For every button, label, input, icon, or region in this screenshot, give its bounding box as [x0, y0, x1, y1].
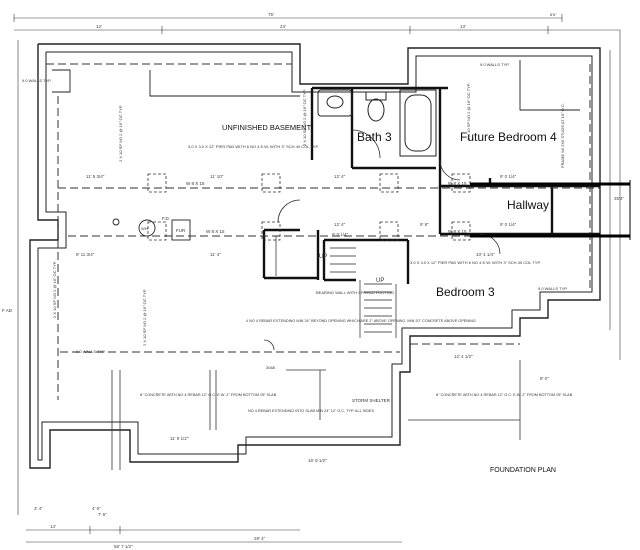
dim-bottom-28-4: 28' 4"	[254, 536, 266, 541]
note-concrete-right: 8" CONCRETE WITH NO 4 REBAR 12" O.C. E.W…	[436, 393, 573, 397]
room-label-hallway: Hallway	[507, 198, 549, 212]
dim-top-right: 13'	[460, 24, 466, 29]
toilet-bowl-icon	[367, 98, 385, 122]
note-rebar-2: NO 4 REBAR EXTENDING INTO SLAB MIN 24" 1…	[248, 409, 374, 413]
foundation-walls	[29, 43, 601, 469]
dim-4-6: 4' 6"	[92, 506, 101, 511]
dim-right-total: 35'4"	[614, 196, 624, 201]
note-joist-bottom: 2 X 10 SP NO 2 @ 16" OC TYP.	[142, 289, 147, 346]
room-label-future-bedroom: Future Bedroom 4	[460, 130, 557, 144]
dim-bottom-7-6: 7' 6"	[98, 512, 107, 517]
plan-notes: STORM SHELTER UP UP 9.0 WALLS TYP. 9.0 W…	[2, 62, 573, 413]
note-pier-pad-1: 3.0 X 3.0 X 12" PIER PAD WITH 6 NO 4 E.W…	[188, 144, 319, 149]
note-rebar-1: 4 NO 4 REBAR EXTENDING MIN 24" BEYOND OP…	[246, 319, 476, 323]
room-label-bath: Bath 3	[357, 130, 392, 144]
dimension-lines	[13, 14, 621, 543]
stair-door-swing-icon	[277, 199, 301, 223]
bathtub-icon	[399, 89, 437, 157]
dim-9-11-3-4: 9' 11 3/4"	[76, 252, 95, 257]
note-walls-bottom-left: 9.0 WALLS TYP.	[76, 349, 106, 354]
dim-bottom-14: 14'	[50, 524, 56, 529]
note-joist-right: 2 X 10 SP NO 2 @ 16" OC TYP.	[466, 83, 471, 140]
note-fur: FUR	[176, 228, 186, 233]
steel-beam-marks	[470, 180, 631, 240]
column-pads	[147, 173, 471, 241]
dim-9-0-1-4-b: 9' 0 1/4"	[500, 222, 517, 227]
dim-8-0: 8' 0"	[540, 376, 549, 381]
bathtub-basin-icon	[404, 94, 432, 152]
dim-11-10: 11' 10"	[210, 174, 224, 179]
dim-9-8: 9' 8"	[420, 222, 429, 227]
room-label-unfinished-basement: UNFINISHED BASEMENT	[222, 123, 312, 132]
note-beam-3: W 8 X 15	[448, 181, 467, 186]
note-beam-1: W 8 X 15	[186, 181, 205, 186]
furnace-icon	[171, 219, 191, 241]
dim-overall-top: 75'	[268, 12, 274, 17]
note-side-left: F AD	[2, 308, 13, 313]
dim-12-4-a: 12' 4"	[334, 174, 346, 179]
dimension-text: 75' 12' 24' 13' 8'6" 35'4" 11' 5 3/4" 11…	[34, 12, 624, 549]
dim-bottom-total: 56' 7 1/2"	[114, 544, 133, 549]
note-pier-pad-2: 3.0 X 3.0 X 12" PIER PAD WITH 6 NO 4 E.W…	[410, 260, 541, 265]
bath-fixtures	[317, 89, 437, 157]
dim-top-far-right: 8'6"	[550, 12, 557, 17]
note-walls-top-right: 9.0 WALLS TYP.	[480, 62, 510, 67]
interior-walls	[262, 86, 600, 284]
note-concrete-left: 8" CONCRETE WITH NO 4 REBAR 12" O.C. E.W…	[140, 393, 277, 397]
note-up-1: UP	[319, 254, 327, 260]
note-fd: F.D.	[162, 216, 170, 221]
note-joist-right-2: 2 X 10 SP NO 2 @ 16" OC TYP.	[52, 261, 57, 318]
bath-door-swing-icon	[351, 129, 381, 159]
bedroom3-door-swing-icon	[479, 233, 501, 255]
stair-treads	[275, 236, 397, 338]
note-walls-left: 9.0 WALLS TYP.	[22, 78, 52, 83]
door-swings	[263, 129, 501, 351]
dim-top-left: 12'	[96, 24, 102, 29]
plan-title: FOUNDATION PLAN	[490, 467, 556, 474]
sink-basin-icon	[326, 95, 344, 109]
dim-12-4-b: 12' 4"	[334, 222, 346, 227]
note-walls-right: 9.0 WALLS TYP.	[538, 286, 568, 291]
note-bearing-wall: BEARING WALL WITH SPREAD FOOTING	[316, 290, 394, 295]
note-header: 3068	[266, 365, 276, 370]
room-label-bedroom: Bedroom 3	[436, 285, 495, 299]
note-beam-4: W 8 X 15	[448, 229, 467, 234]
dim-11-5-3-4: 11' 5 3/4"	[86, 174, 105, 179]
note-beam-2: W 8 X 15	[206, 229, 225, 234]
note-wh: WH	[141, 226, 148, 231]
bedroom4-door-swing-icon	[439, 159, 461, 181]
sink-icon	[317, 89, 353, 117]
note-joist-left: 2 X 10 SP NO 2 @ 16" OC TYP.	[118, 105, 123, 162]
storm-shelter-walls	[111, 360, 521, 470]
dim-10-4-1-4: 10' 4 1/4"	[476, 252, 495, 257]
note-joist-center: 2 X 10 SP NO 2 @ 16" OC TYP.	[302, 89, 307, 146]
dim-9-0-1-4-c: 9' 0 1/4"	[332, 232, 349, 237]
dim-3-4: 3' 4"	[34, 506, 43, 511]
note-storm-shelter: STORM SHELTER	[352, 398, 391, 403]
floor-drain-icon	[112, 218, 120, 226]
note-frame: FRAME W/ 2X6 STUDS AT 16" O.C.	[560, 103, 565, 168]
dim-9-0-1-4-a: 9' 0 1/4"	[500, 174, 517, 179]
dim-11-9-1-2: 11' 9 1/2"	[170, 436, 189, 441]
dim-12-4-1-2: 12' 4 1/2"	[454, 354, 473, 359]
dim-11-4: 11' 4"	[210, 252, 221, 257]
dim-top-mid: 24'	[280, 24, 286, 29]
toilet-tank-icon	[365, 91, 387, 101]
note-up-2: UP	[376, 278, 384, 284]
dim-16-9-1-2: 16' 9 1/2"	[308, 458, 327, 463]
